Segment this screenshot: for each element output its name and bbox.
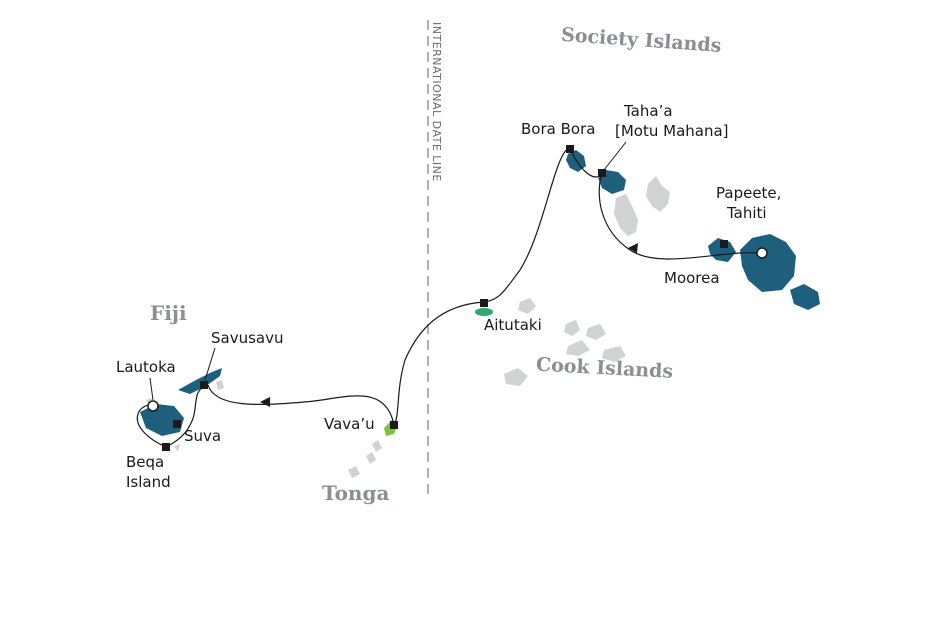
stop-marker-lautoka <box>147 400 159 412</box>
route-line <box>136 147 761 448</box>
island-tahiti-iti <box>790 284 820 310</box>
stop-marker-papeete <box>756 247 768 259</box>
island-cook-2 <box>564 320 580 336</box>
island-tahiti <box>740 234 796 292</box>
island-tonga-3 <box>348 466 360 478</box>
island-moorea <box>708 238 736 262</box>
region-label-society-islands: Society Islands <box>560 24 722 57</box>
port-label-tahaa-line2: [Motu Mahana] <box>615 122 729 140</box>
route-arrow-to-fiji <box>260 397 270 407</box>
stop-marker-savusavu <box>200 381 208 389</box>
port-label-aitutaki: Aitutaki <box>484 316 542 334</box>
stop-marker-beqa-island <box>162 443 170 451</box>
port-label-papeete-line1: Papeete, <box>716 184 781 202</box>
tahaa-leader-line <box>603 141 627 171</box>
port-label-suva: Suva <box>184 427 221 445</box>
port-label-savusavu: Savusavu <box>211 329 284 347</box>
region-label-fiji: Fiji <box>150 301 187 325</box>
port-label-moorea: Moorea <box>664 269 720 287</box>
island-cook-5 <box>602 346 626 362</box>
port-label-lautoka: Lautoka <box>116 358 176 376</box>
stop-marker-moorea <box>720 240 728 248</box>
stop-marker-tahaa <box>598 169 606 177</box>
port-label-bora-bora: Bora Bora <box>521 120 595 138</box>
stop-marker-bora-bora <box>566 145 574 153</box>
stop-marker-suva <box>173 420 181 428</box>
island-fiji-small-3 <box>174 444 180 452</box>
island-cook-3 <box>586 324 606 340</box>
stop-marker-aitutaki <box>480 299 488 307</box>
island-fiji-small-1 <box>216 380 224 390</box>
port-label-papeete-line2: Tahiti <box>726 204 767 222</box>
savusavu-leader-line <box>204 347 216 381</box>
lautoka-leader-line <box>149 377 154 401</box>
island-rarotonga <box>504 368 528 386</box>
stop-marker-vavau <box>390 421 398 429</box>
port-label-beqa-line2: Island <box>126 473 171 491</box>
region-label-tonga: Tonga <box>322 481 389 505</box>
island-raiatea <box>614 194 638 236</box>
island-tonga-2 <box>366 452 376 464</box>
port-label-vavau: Vava’u <box>324 415 375 433</box>
island-tonga-1 <box>372 440 382 452</box>
island-cook-1 <box>518 298 536 314</box>
island-aitutaki <box>475 308 493 316</box>
date-line-label: INTERNATIONAL DATE LINE <box>430 22 443 182</box>
island-huahine <box>646 176 670 212</box>
port-label-beqa-line1: Beqa <box>126 453 164 471</box>
route-arrow-to-moorea <box>628 243 638 253</box>
port-label-tahaa-line1: Taha’a <box>623 102 673 120</box>
island-cook-4 <box>566 340 590 356</box>
